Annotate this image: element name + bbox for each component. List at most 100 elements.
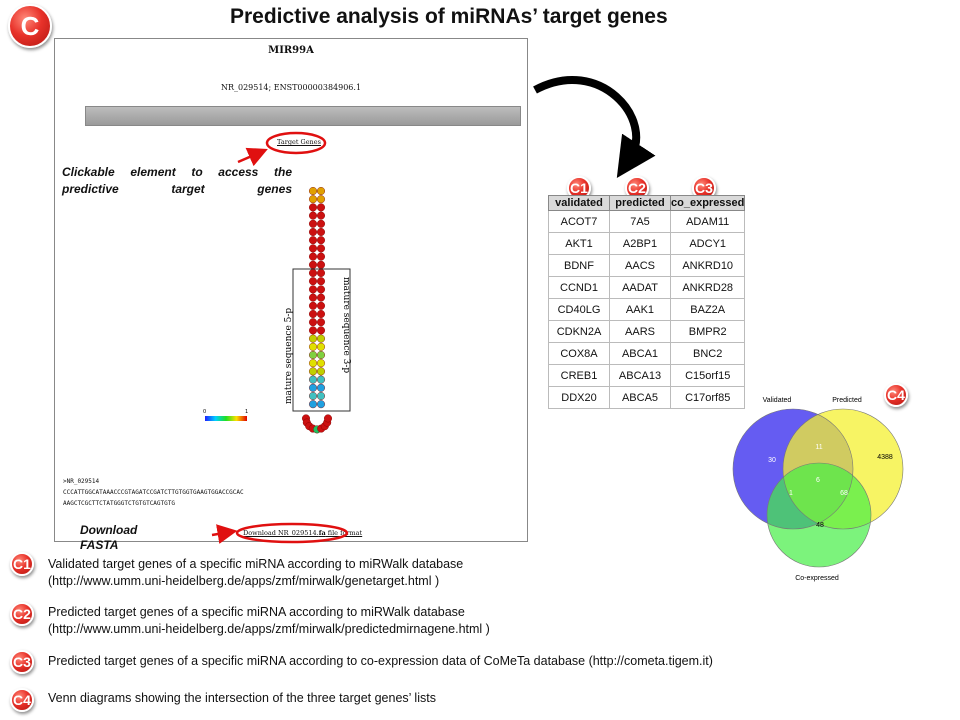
nucleotide-dot [317,342,326,351]
page-title: Predictive analysis of miRNAs’ target ge… [230,5,668,28]
table-cell: CREB1 [548,364,610,387]
venn-count-validated: 30 [768,457,776,464]
legend-c4-line1: Venn diagrams showing the intersection o… [48,691,436,705]
nucleotide-dot [308,236,317,245]
legend-item-c3: Predicted target genes of a specific miR… [48,653,713,670]
table-cell: A2BP1 [609,232,671,255]
table-cell: ADAM11 [669,210,746,233]
nucleotide-dot [308,400,317,409]
table-cell: 7A5 [609,210,671,233]
table-cell: C15orf15 [669,364,746,387]
nucleotide-dot [308,391,317,400]
table-cell: ABCA1 [609,342,671,365]
legend-badge-c3: C3 [10,650,34,674]
table-header-row: validated predicted co_expressed [548,195,746,211]
nucleotide-dot [308,285,317,294]
nucleotide-dot [308,301,317,310]
nucleotide-dot [308,244,317,253]
venn-count-all-three: 6 [816,477,820,484]
legend-c2-line2: (http://www.umm.uni-heidelberg.de/apps/z… [48,622,490,636]
clickable-annotation: Clickable element to access the predicti… [62,165,292,196]
column-header-predicted: predicted [609,195,671,211]
nucleotide-dot [308,186,317,195]
nucleotide-dot [308,211,317,220]
download-link-pre: Download NR_029514. [243,529,319,537]
mirna-name: MIR99A [268,45,314,56]
nucleotide-dot [317,195,326,204]
mirna-panel: MIR99A NR_029514; ENST00000384906.1 Targ… [54,38,528,542]
nucleotide-dot [317,400,326,409]
column-header-co-expressed: co_expressed [669,195,746,211]
table-cell: ANKRD28 [669,276,746,299]
nucleotide-dot [308,195,317,204]
nucleotide-dot [317,318,326,327]
table-cell: AADAT [609,276,671,299]
table-cell: ANKRD10 [669,254,746,277]
legend-c3-line1: Predicted target genes of a specific miR… [48,654,713,668]
venn-count-validated-predicted: 11 [815,444,822,451]
table-cell: CCND1 [548,276,610,299]
target-genes-link[interactable]: Target Genes [277,138,321,146]
table-cell: ADCY1 [669,232,746,255]
fasta-line-2: AAGCTCGCTTCTATGGGTCTGTGTCAGTGTG [63,500,175,507]
gray-bar [85,106,521,126]
legend-item-c2: Predicted target genes of a specific miR… [48,604,490,638]
nucleotide-dot [317,293,326,302]
nucleotide-dot [308,350,317,359]
nucleotide-dot [317,236,326,245]
legend-c1-line1: Validated target genes of a specific miR… [48,557,464,571]
color-scale [205,416,247,421]
nucleotide-dot [317,391,326,400]
table-cell: ABCA5 [609,386,671,409]
nucleotide-dot [317,375,326,384]
red-arrow-download [211,524,238,544]
venn-count-predicted-coexpressed: 68 [840,490,848,497]
nucleotide-dot [317,383,326,392]
nucleotide-dot [317,301,326,310]
nucleotide-dot [308,277,317,286]
table-cell: ACOT7 [548,210,610,233]
download-link-post: file format [325,529,363,537]
legend-c1-line2: (http://www.umm.uni-heidelberg.de/apps/z… [48,574,440,588]
nucleotide-dot [317,350,326,359]
hairpin-structure: mature sequence 5-p mature sequence 3-p … [203,186,351,434]
nucleotide-dot [308,342,317,351]
nucleotide-dot [317,326,326,335]
nucleotide-dot [317,285,326,294]
venn-label-predicted: Predicted [832,397,862,404]
nucleotide-dot [308,334,317,343]
download-fasta-link[interactable]: Download NR_029514.fa file format [243,529,362,537]
nucleotide-dot [317,277,326,286]
nucleotide-dot [317,334,326,343]
table-cell: CDKN2A [548,320,610,343]
nucleotide-dot [317,359,326,368]
badge-c4-venn: C4 [884,383,908,407]
nucleotide-dot [308,383,317,392]
nucleotide-dot [317,309,326,318]
fasta-line-1: CCCATTGGCATAAACCCGTAGATCCGATCTTGTGGTGAAG… [63,489,244,496]
nucleotide-dot [317,367,326,376]
section-badge-c: C [8,4,52,48]
table-cell: DDX20 [548,386,610,409]
nucleotide-dot [317,219,326,228]
nucleotide-dot [308,293,317,302]
venn-count-coexpressed: 48 [816,522,824,529]
venn-circle-coexpressed [767,463,871,567]
table-cell: AARS [609,320,671,343]
venn-diagram: Validated Predicted Co-expressed 30 4388… [732,397,904,582]
venn-count-predicted: 4388 [877,454,893,461]
venn-label-coexpressed: Co-expressed [795,575,839,582]
nucleotide-dot [308,326,317,335]
fasta-header: >NR_029514 [63,478,100,485]
venn-label-validated: Validated [763,397,792,404]
nucleotide-dot [308,367,317,376]
